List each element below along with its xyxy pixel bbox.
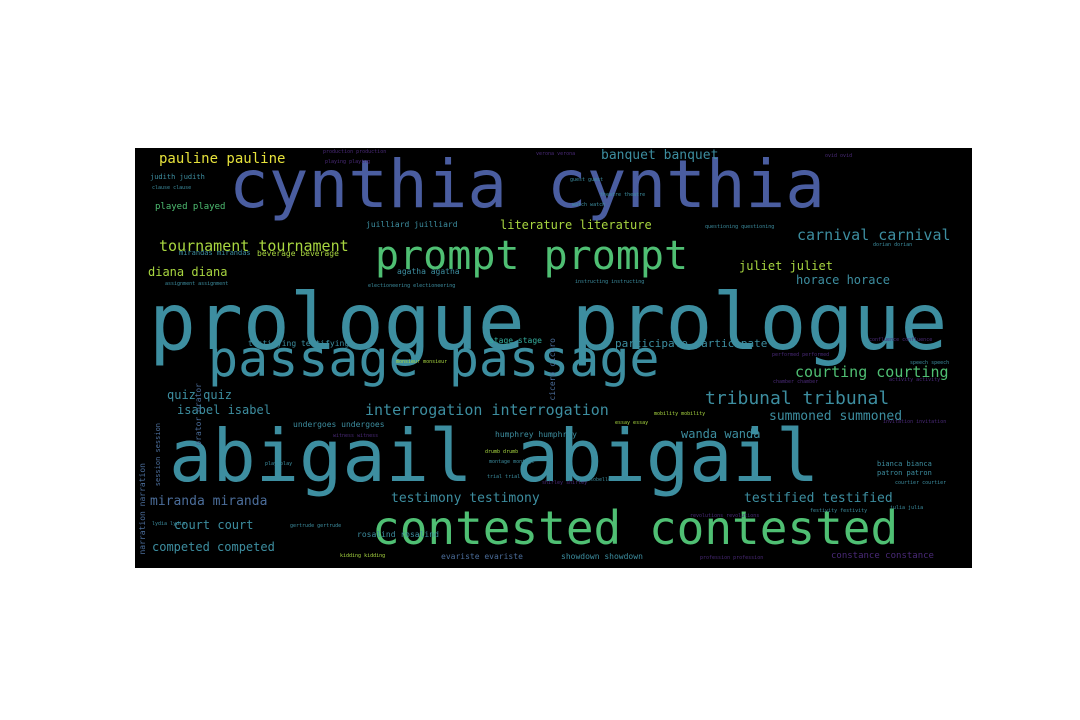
word-tribunal: tribunal tribunal <box>705 388 890 409</box>
word-passage: passage passage <box>208 330 660 388</box>
word-contested: contested contested <box>372 501 899 555</box>
word-speech: speech speech <box>910 360 950 366</box>
word-session: session session <box>154 423 162 487</box>
word-shirley: shirley shirley <box>542 480 588 486</box>
word-patron: patron patron <box>877 469 932 477</box>
word-questioning: questioning questioning <box>705 224 775 230</box>
word-tournament: tournament tournament <box>159 237 349 255</box>
word-mirandas: mirandas mirandas <box>179 249 251 257</box>
word-undergoes: undergoes undergoes <box>293 420 385 429</box>
word-kidding: kidding kidding <box>340 553 386 559</box>
word-assignment: assignment assignment <box>165 281 229 287</box>
word-playing: playing playing <box>325 159 371 165</box>
word-gertrude: gertrude gertrude <box>290 523 342 529</box>
word-juilliard: juilliard juilliard <box>366 220 458 229</box>
word-wanda: wanda wanda <box>681 427 761 441</box>
word-prologue: prologue prologue <box>149 278 948 368</box>
word-abigail: abigail abigail <box>169 414 820 498</box>
word-isobelle: isobelle isobelle <box>587 477 639 483</box>
word-testifying: testifying testifying <box>248 339 350 348</box>
word-played: played played <box>155 202 226 212</box>
word-watch: watch watch <box>572 202 606 208</box>
word-juliet: juliet juliet <box>739 259 833 273</box>
word-production: production production <box>323 149 387 155</box>
word-confluence: confluence confluence <box>869 337 933 343</box>
word-dorian: dorian dorian <box>873 242 913 248</box>
word-competed: competed competed <box>152 540 275 554</box>
word-performed: performed performed <box>772 352 830 358</box>
word-courtier: courtier courtier <box>895 480 947 486</box>
word-essay: essay essay <box>615 420 649 426</box>
word-guest: guest guest <box>570 177 604 183</box>
word-orator: orator orator <box>194 383 203 446</box>
word-narration: narration narration <box>138 463 147 555</box>
word-drumb: drumb drumb <box>485 449 519 455</box>
word-clause: clause clause <box>152 185 192 191</box>
word-lydia: lydia lydia <box>152 521 186 527</box>
word-showdown: showdown showdown <box>561 552 643 561</box>
word-revolutions: revolutions revolutions <box>690 513 760 519</box>
word-courting: courting courting <box>795 363 949 381</box>
word-julia: julia julia <box>890 505 924 511</box>
word-court: court court <box>174 518 254 532</box>
word-judith: judith judith <box>150 173 205 181</box>
word-verona: verona verona <box>536 151 576 157</box>
word-beverage: beverage beverage <box>257 249 339 258</box>
word-chamber: chamber chamber <box>773 379 819 385</box>
word-pauline: pauline pauline <box>159 151 286 167</box>
word-montage: montage montage <box>489 459 535 465</box>
word-agatha: agatha agatha <box>397 267 460 276</box>
word-constance: constance constance <box>831 551 934 561</box>
word-play: play play <box>265 461 293 467</box>
word-trial: trial trial <box>487 474 521 480</box>
word-profession: profession profession <box>700 555 764 561</box>
word-cloud: prologue prologue abigail abigail cynthia … <box>135 148 972 568</box>
word-humphrey: humphrey humphrey <box>495 430 577 439</box>
word-testified: testified testified <box>744 491 893 506</box>
word-monsieur: monsieur monsieur <box>396 359 448 365</box>
word-invitation: invitation invitation <box>883 419 947 425</box>
word-miranda: miranda miranda <box>150 494 268 509</box>
word-literature: literature literature <box>500 218 652 232</box>
word-cicero: cicero cicero <box>548 338 557 401</box>
word-evariste: evariste evariste <box>441 552 523 561</box>
word-instructing: instructing instructing <box>575 279 645 285</box>
word-theatre: theatre theatre <box>600 192 646 198</box>
word-participate: participate participate <box>615 337 768 350</box>
word-activity: activity activity <box>889 377 941 383</box>
word-testimony: testimony testimony <box>391 491 540 506</box>
word-ovid: ovid ovid <box>825 153 853 159</box>
word-witness: witness witness <box>333 433 379 439</box>
word-diana: diana diana <box>148 265 228 279</box>
word-quiz: quiz quiz <box>167 388 233 402</box>
word-summoned: summoned summoned <box>769 409 903 424</box>
word-rosalind: rosalind rosalind <box>357 530 439 539</box>
word-cynthia: cynthia cynthia <box>229 148 826 223</box>
word-bianca: bianca bianca <box>877 460 932 468</box>
word-festivity: festivity festivity <box>810 508 868 514</box>
word-mobility: mobility mobility <box>654 411 706 417</box>
word-stage: stage stage <box>489 336 542 345</box>
word-horace: horace horace <box>796 273 890 287</box>
word-banquet: banquet banquet <box>601 148 719 163</box>
word-carnival: carnival carnival <box>797 226 951 244</box>
word-electioneering: electioneering electioneering <box>368 283 456 289</box>
word-isabel: isabel isabel <box>177 403 271 417</box>
word-interrogation: interrogation interrogation <box>365 401 609 419</box>
word-prompt: prompt prompt <box>375 233 689 279</box>
